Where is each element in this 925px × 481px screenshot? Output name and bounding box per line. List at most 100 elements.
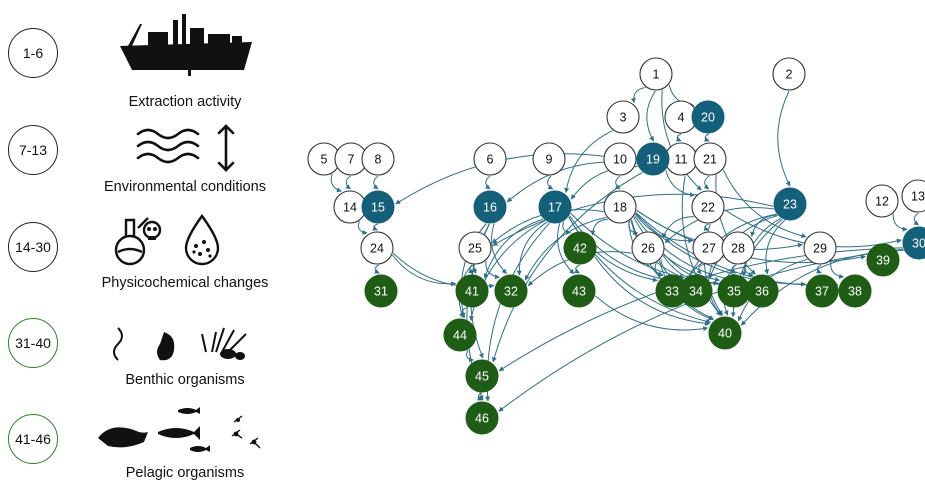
edge-44-45 xyxy=(466,349,474,363)
edge-21-29 xyxy=(722,169,807,239)
legend-label-benthic: Benthic organisms xyxy=(125,372,245,388)
edge-30-45 xyxy=(498,247,903,372)
node-circle-46 xyxy=(465,401,499,435)
node-43: 43 xyxy=(562,274,596,308)
node-11: 11 xyxy=(664,142,698,176)
node-label-6: 6 xyxy=(487,153,494,167)
node-1: 1 xyxy=(639,57,673,91)
edge-42-43 xyxy=(574,264,580,274)
node-label-19: 19 xyxy=(646,153,660,167)
edge-43-40 xyxy=(594,295,709,332)
node-label-14: 14 xyxy=(343,201,357,215)
node-17: 17 xyxy=(538,190,572,224)
node-circle-32 xyxy=(494,274,528,308)
node-label-16: 16 xyxy=(483,201,497,215)
node-37: 37 xyxy=(805,274,839,308)
node-21: 21 xyxy=(693,142,727,176)
node-44: 44 xyxy=(443,318,477,352)
edge-27-34 xyxy=(696,263,705,275)
edge-2-23 xyxy=(777,90,791,187)
node-circle-16 xyxy=(473,190,507,224)
node-15: 15 xyxy=(361,190,395,224)
node-label-39: 39 xyxy=(876,254,890,268)
edge-23-28 xyxy=(750,214,778,237)
node-4: 4 xyxy=(664,100,698,134)
node-circle-37 xyxy=(805,274,839,308)
node-label-18: 18 xyxy=(613,201,627,215)
node-circle-38 xyxy=(838,274,872,308)
edge-6-16 xyxy=(484,175,491,190)
node-label-11: 11 xyxy=(675,153,688,167)
legend-range-benthic: 31-40 xyxy=(8,318,58,368)
node-label-15: 15 xyxy=(371,201,385,215)
edge-23-35 xyxy=(741,217,782,277)
node-34: 34 xyxy=(679,274,713,308)
node-24: 24 xyxy=(360,231,394,265)
node-circle-26 xyxy=(631,231,665,265)
node-circle-36 xyxy=(745,274,779,308)
node-circle-40 xyxy=(708,316,742,350)
edge-17-32 xyxy=(516,221,548,276)
node-label-25: 25 xyxy=(468,242,482,256)
node-26: 26 xyxy=(631,231,665,265)
node-label-22: 22 xyxy=(701,201,715,215)
node-30: 30 xyxy=(902,226,925,260)
node-circle-3 xyxy=(606,100,640,134)
node-13: 13 xyxy=(901,179,925,213)
edge-15-24 xyxy=(372,223,378,231)
node-12: 12 xyxy=(865,184,899,218)
node-label-32: 32 xyxy=(504,285,518,299)
node-circle-17 xyxy=(538,190,572,224)
node-label-12: 12 xyxy=(875,195,889,209)
node-25: 25 xyxy=(458,231,492,265)
edge-5-14 xyxy=(330,173,342,193)
node-14: 14 xyxy=(333,190,367,224)
node-circle-29 xyxy=(803,231,837,265)
node-36: 36 xyxy=(745,274,779,308)
node-label-43: 43 xyxy=(572,285,586,299)
node-31: 31 xyxy=(364,274,398,308)
edge-17-42 xyxy=(562,221,572,235)
edge-18-27 xyxy=(634,213,694,244)
waves-icon xyxy=(136,124,235,172)
edge-3-17 xyxy=(564,130,614,194)
node-label-23: 23 xyxy=(783,198,797,212)
legend-panel: 1-6 Extraction activity 7-13 Environment… xyxy=(0,0,300,481)
edge-23-36 xyxy=(764,219,786,275)
node-18: 18 xyxy=(603,190,637,224)
node-label-8: 8 xyxy=(375,153,382,167)
node-label-20: 20 xyxy=(701,111,715,125)
edge-16-32 xyxy=(491,223,507,274)
node-27: 27 xyxy=(692,231,726,265)
edge-17-41 xyxy=(483,218,544,279)
edge-41-44 xyxy=(459,306,468,318)
edge-11-40 xyxy=(681,175,721,316)
node-circle-18 xyxy=(603,190,637,224)
legend-label-physicochemical: Physicochemical changes xyxy=(101,275,269,291)
node-circle-2 xyxy=(772,57,806,91)
node-circle-31 xyxy=(364,274,398,308)
node-label-29: 29 xyxy=(813,242,827,256)
node-circle-28 xyxy=(721,231,755,265)
node-38: 38 xyxy=(838,274,872,308)
edge-28-36 xyxy=(744,262,754,278)
node-circle-43 xyxy=(562,274,596,308)
node-23: 23 xyxy=(773,187,807,221)
edge-10-18 xyxy=(614,175,621,190)
edge-21-36 xyxy=(715,174,756,275)
node-label-44: 44 xyxy=(453,329,467,343)
benthic-icon xyxy=(113,327,247,361)
node-circle-21 xyxy=(693,142,727,176)
node-circle-10 xyxy=(603,142,637,176)
edge-29-38 xyxy=(830,261,845,279)
fish-icon xyxy=(98,407,261,452)
edge-21-22 xyxy=(703,175,710,190)
node-circle-39 xyxy=(866,243,900,277)
node-39: 39 xyxy=(866,243,900,277)
node-label-9: 9 xyxy=(546,153,553,167)
node-label-38: 38 xyxy=(848,285,862,299)
node-label-27: 27 xyxy=(702,242,716,256)
node-circle-6 xyxy=(473,142,507,176)
